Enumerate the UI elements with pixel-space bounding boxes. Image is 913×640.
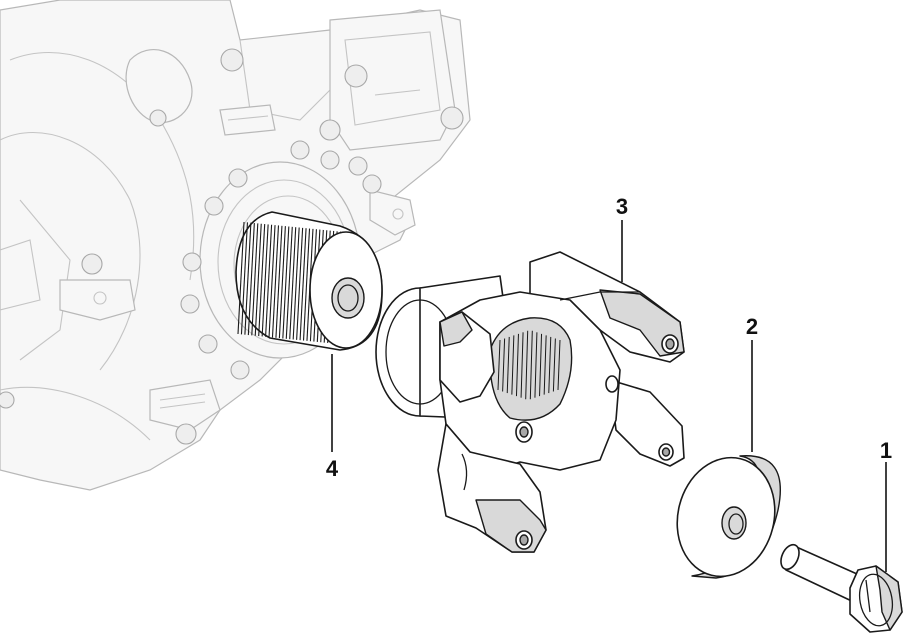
housing-bolts: [0, 48, 464, 445]
yoke-internal-splines: [497, 330, 561, 400]
yoke: [375, 251, 685, 553]
splined-shaft: [235, 211, 383, 351]
callout-4: 4: [326, 456, 339, 481]
callout-2: 2: [746, 314, 758, 339]
washer: [676, 455, 782, 579]
callout-labels: 1 2 3 4: [326, 194, 892, 481]
callout-leaders: [331, 220, 887, 572]
transmission-housing: [0, 0, 471, 491]
callout-1: 1: [880, 438, 892, 463]
callout-3: 3: [616, 194, 628, 219]
bolt: [780, 543, 903, 633]
